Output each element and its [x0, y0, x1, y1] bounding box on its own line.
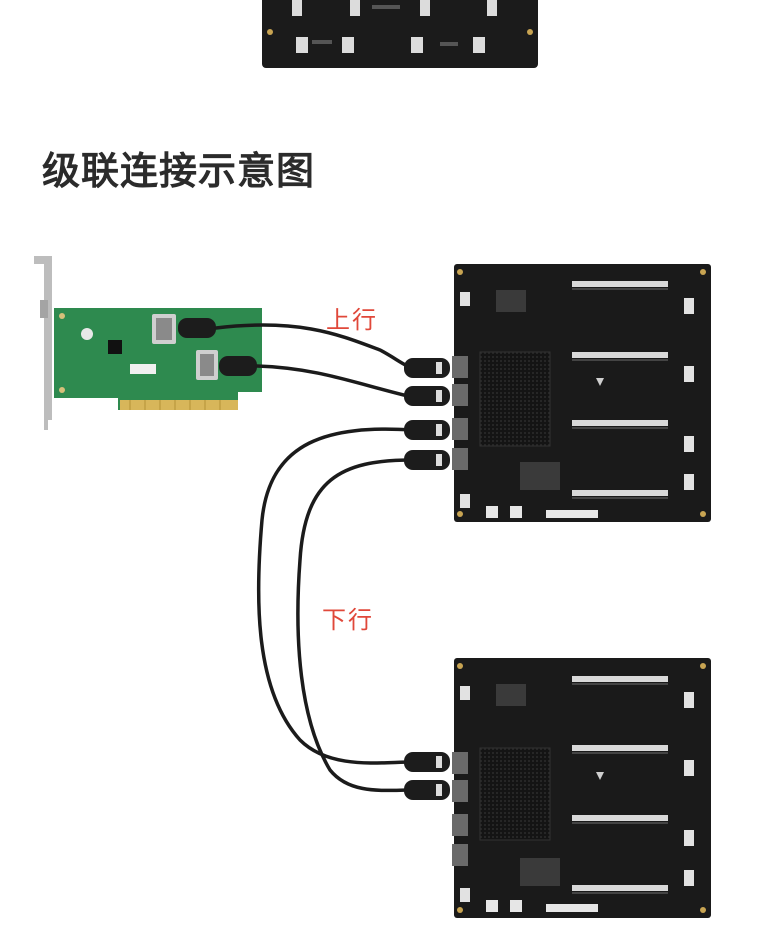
expansion-board-lower — [452, 658, 711, 918]
uplink-label: 上行 — [326, 306, 378, 334]
previous-board-cropped — [262, 0, 538, 68]
pcie-adapter-card — [34, 256, 262, 430]
cable-plugs — [404, 358, 450, 800]
downlink-cable-2 — [296, 458, 414, 793]
uplink-cable-2 — [255, 364, 414, 399]
expansion-board-upper — [452, 264, 711, 522]
downlink-label: 下行 — [322, 606, 374, 634]
uplink-cable-1 — [214, 323, 414, 370]
page-title: 级联连接示意图 — [42, 149, 316, 193]
downlink-cable-1 — [256, 427, 414, 765]
cables — [214, 323, 414, 793]
